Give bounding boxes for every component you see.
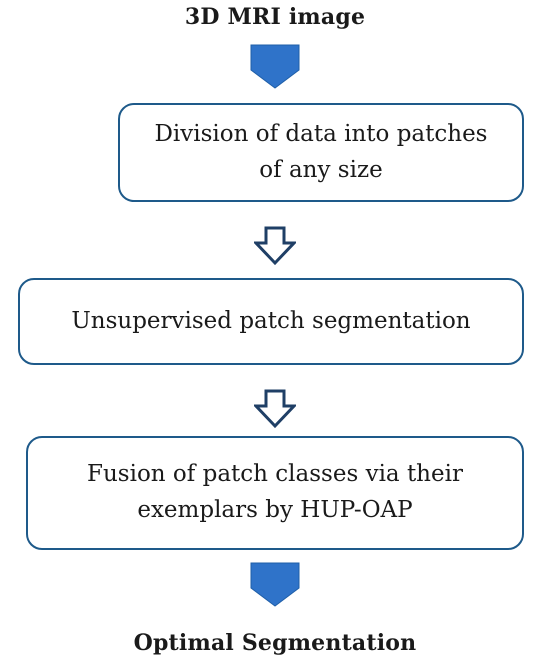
step-label-division: Division of data into patches of any siz…: [154, 120, 488, 183]
step-label-segmentation: Unsupervised patch segmentation: [71, 307, 471, 334]
output-title: Optimal Segmentation: [133, 630, 417, 656]
outline-down-arrow-icon: [254, 226, 296, 266]
input-title: 3D MRI image: [184, 4, 366, 30]
step-box-fusion: Fusion of patch classes via their exempl…: [26, 436, 524, 550]
filled-down-arrow-icon: [250, 44, 300, 89]
step-box-division: Division of data into patches of any siz…: [118, 103, 524, 202]
step-box-segmentation: Unsupervised patch segmentation: [18, 278, 524, 365]
step-label-fusion: Fusion of patch classes via their exempl…: [87, 461, 463, 523]
filled-down-arrow-icon: [250, 562, 300, 607]
outline-down-arrow-icon: [254, 389, 296, 429]
